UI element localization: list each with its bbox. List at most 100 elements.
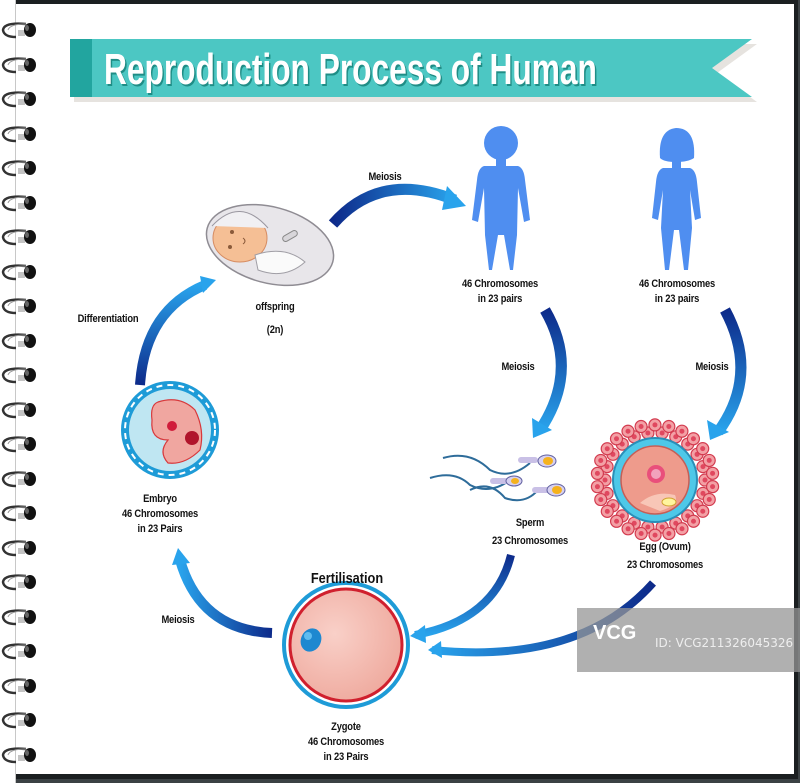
sperm-illustration (429, 454, 566, 502)
spiral-ring-icon (0, 124, 40, 144)
spiral-ring-icon (0, 296, 40, 316)
egg-corona-cell-nucleus (602, 477, 608, 483)
embryo-chromosomes: 46 Chromosomes (121, 508, 199, 520)
spiral-ring-icon (0, 676, 40, 696)
egg-corona-cell-nucleus (659, 430, 665, 436)
male-chromosomes: 46 Chromosomes (461, 278, 539, 290)
egg-corona-cell-nucleus (679, 428, 685, 434)
zygote-illustration (282, 581, 410, 709)
spiral-ring-icon (0, 745, 40, 765)
embryo-name: Embryo (143, 493, 177, 505)
egg-corona-cell-nucleus (666, 530, 672, 536)
egg-corona-cell-nucleus (706, 496, 712, 502)
offspring-ploidy: (2n) (266, 324, 284, 336)
male-pairs: in 23 pairs (477, 293, 523, 305)
egg-corona-cell-nucleus (702, 477, 708, 483)
arrow-egg-to-zygote (428, 580, 656, 658)
egg-name: Egg (Ovum) (639, 541, 691, 553)
egg-corona-cell-nucleus (638, 424, 644, 430)
egg-corona-cell-nucleus (594, 484, 600, 490)
egg-corona-cell-nucleus (614, 518, 620, 524)
arrow-sperm-to-zygote (410, 553, 515, 643)
egg-corona-cell-nucleus (594, 470, 600, 476)
egg-chromosomes: 23 Chromosomes (626, 559, 704, 571)
label-female: 46 Chromosomes in 23 pairs (630, 277, 724, 307)
spiral-ring-icon (0, 227, 40, 247)
egg-corona-cell-nucleus (652, 532, 658, 538)
spiral-ring-icon (0, 469, 40, 489)
zygote-name: Zygote (331, 721, 361, 733)
label-meiosis-female-to-egg: Meiosis (695, 361, 729, 373)
label-sperm: Sperm 23 Chromosomes (479, 516, 581, 549)
watermark-overlay (577, 608, 800, 672)
spiral-ring-icon (0, 331, 40, 351)
offspring-baby-illustration (205, 203, 335, 287)
egg-corona-cell-nucleus (598, 458, 604, 464)
egg-corona-cell-nucleus (690, 518, 696, 524)
title-banner (70, 39, 757, 102)
egg-corona-cell-nucleus (700, 446, 706, 452)
watermark-logo: VCG (593, 622, 637, 644)
arrow-male-to-sperm (532, 307, 567, 438)
offspring-name: offspring (255, 301, 295, 313)
label-differentiation: Differentiation (77, 313, 139, 325)
egg-corona-cell-nucleus (666, 423, 672, 429)
zygote-chromosomes: 46 Chromosomes (307, 736, 385, 748)
female-silhouette (652, 128, 701, 270)
label-embryo: Embryo 46 Chromosomes in 23 Pairs (109, 492, 211, 537)
spiral-ring-icon (0, 641, 40, 661)
label-male: 46 Chromosomes in 23 pairs (453, 277, 547, 307)
label-egg: Egg (Ovum) 23 Chromosomes (614, 540, 716, 573)
egg-corona-cell-nucleus (706, 457, 712, 463)
page-title: Reproduction Process of Human (104, 45, 597, 94)
egg-corona-cell-nucleus (700, 508, 706, 514)
spiral-ring-icon (0, 538, 40, 558)
label-meiosis-male-to-sperm: Meiosis (501, 361, 535, 373)
label-meiosis-offspring-to-male: Meiosis (368, 171, 402, 183)
egg-corona-cell-nucleus (604, 464, 610, 470)
arrow-embryo-to-offspring (135, 276, 216, 386)
female-pairs: in 23 pairs (654, 293, 700, 305)
egg-corona-cell-nucleus (659, 524, 665, 530)
embryo-pairs: in 23 Pairs (137, 523, 183, 535)
sperm-chromosomes: 23 Chromosomes (491, 535, 569, 547)
egg-corona-cell-nucleus (604, 508, 610, 514)
arrow-offspring-to-male (328, 183, 466, 228)
egg-corona-cell-nucleus (710, 470, 716, 476)
spiral-ring-icon (0, 503, 40, 523)
egg-corona-cell-nucleus (614, 436, 620, 442)
spiral-ring-icon (0, 607, 40, 627)
egg-corona-cell-nucleus (645, 524, 651, 530)
watermark-id: ID: VCG211326045326 (655, 636, 794, 650)
egg-corona-cell-nucleus (645, 430, 651, 436)
arrow-female-to-egg (707, 307, 747, 440)
spiral-ring-icon (0, 262, 40, 282)
spiral-ring-icon (0, 89, 40, 109)
egg-corona-cell-nucleus (604, 490, 610, 496)
egg-corona-cell-nucleus (625, 526, 631, 532)
label-zygote: Zygote 46 Chromosomes in 23 Pairs (295, 720, 397, 765)
notebook-spine-line (15, 0, 16, 783)
spiral-ring-icon (0, 400, 40, 420)
spiral-ring-icon (0, 193, 40, 213)
spiral-ring-icon (0, 572, 40, 592)
arrow-zygote-to-embryo (172, 548, 273, 638)
spiral-ring-icon (0, 55, 40, 75)
egg-corona-cell-nucleus (690, 436, 696, 442)
egg-corona-cell-nucleus (604, 446, 610, 452)
egg-corona-cell-nucleus (710, 484, 716, 490)
egg-corona-cell-nucleus (652, 422, 658, 428)
spiral-ring-icon (0, 20, 40, 40)
spiral-ring-icon (0, 365, 40, 385)
spiral-ring-icon (0, 710, 40, 730)
egg-corona-cell-nucleus (679, 526, 685, 532)
egg-ovum-illustration (590, 418, 720, 542)
sperm-name: Sperm (515, 517, 545, 529)
egg-corona-cell-nucleus (638, 531, 644, 537)
embryo-illustration (121, 381, 219, 479)
label-meiosis-zygote-to-embryo: Meiosis (161, 614, 195, 626)
spiral-ring-icon (0, 434, 40, 454)
male-silhouette (472, 126, 530, 270)
spiral-ring-icon (0, 158, 40, 178)
